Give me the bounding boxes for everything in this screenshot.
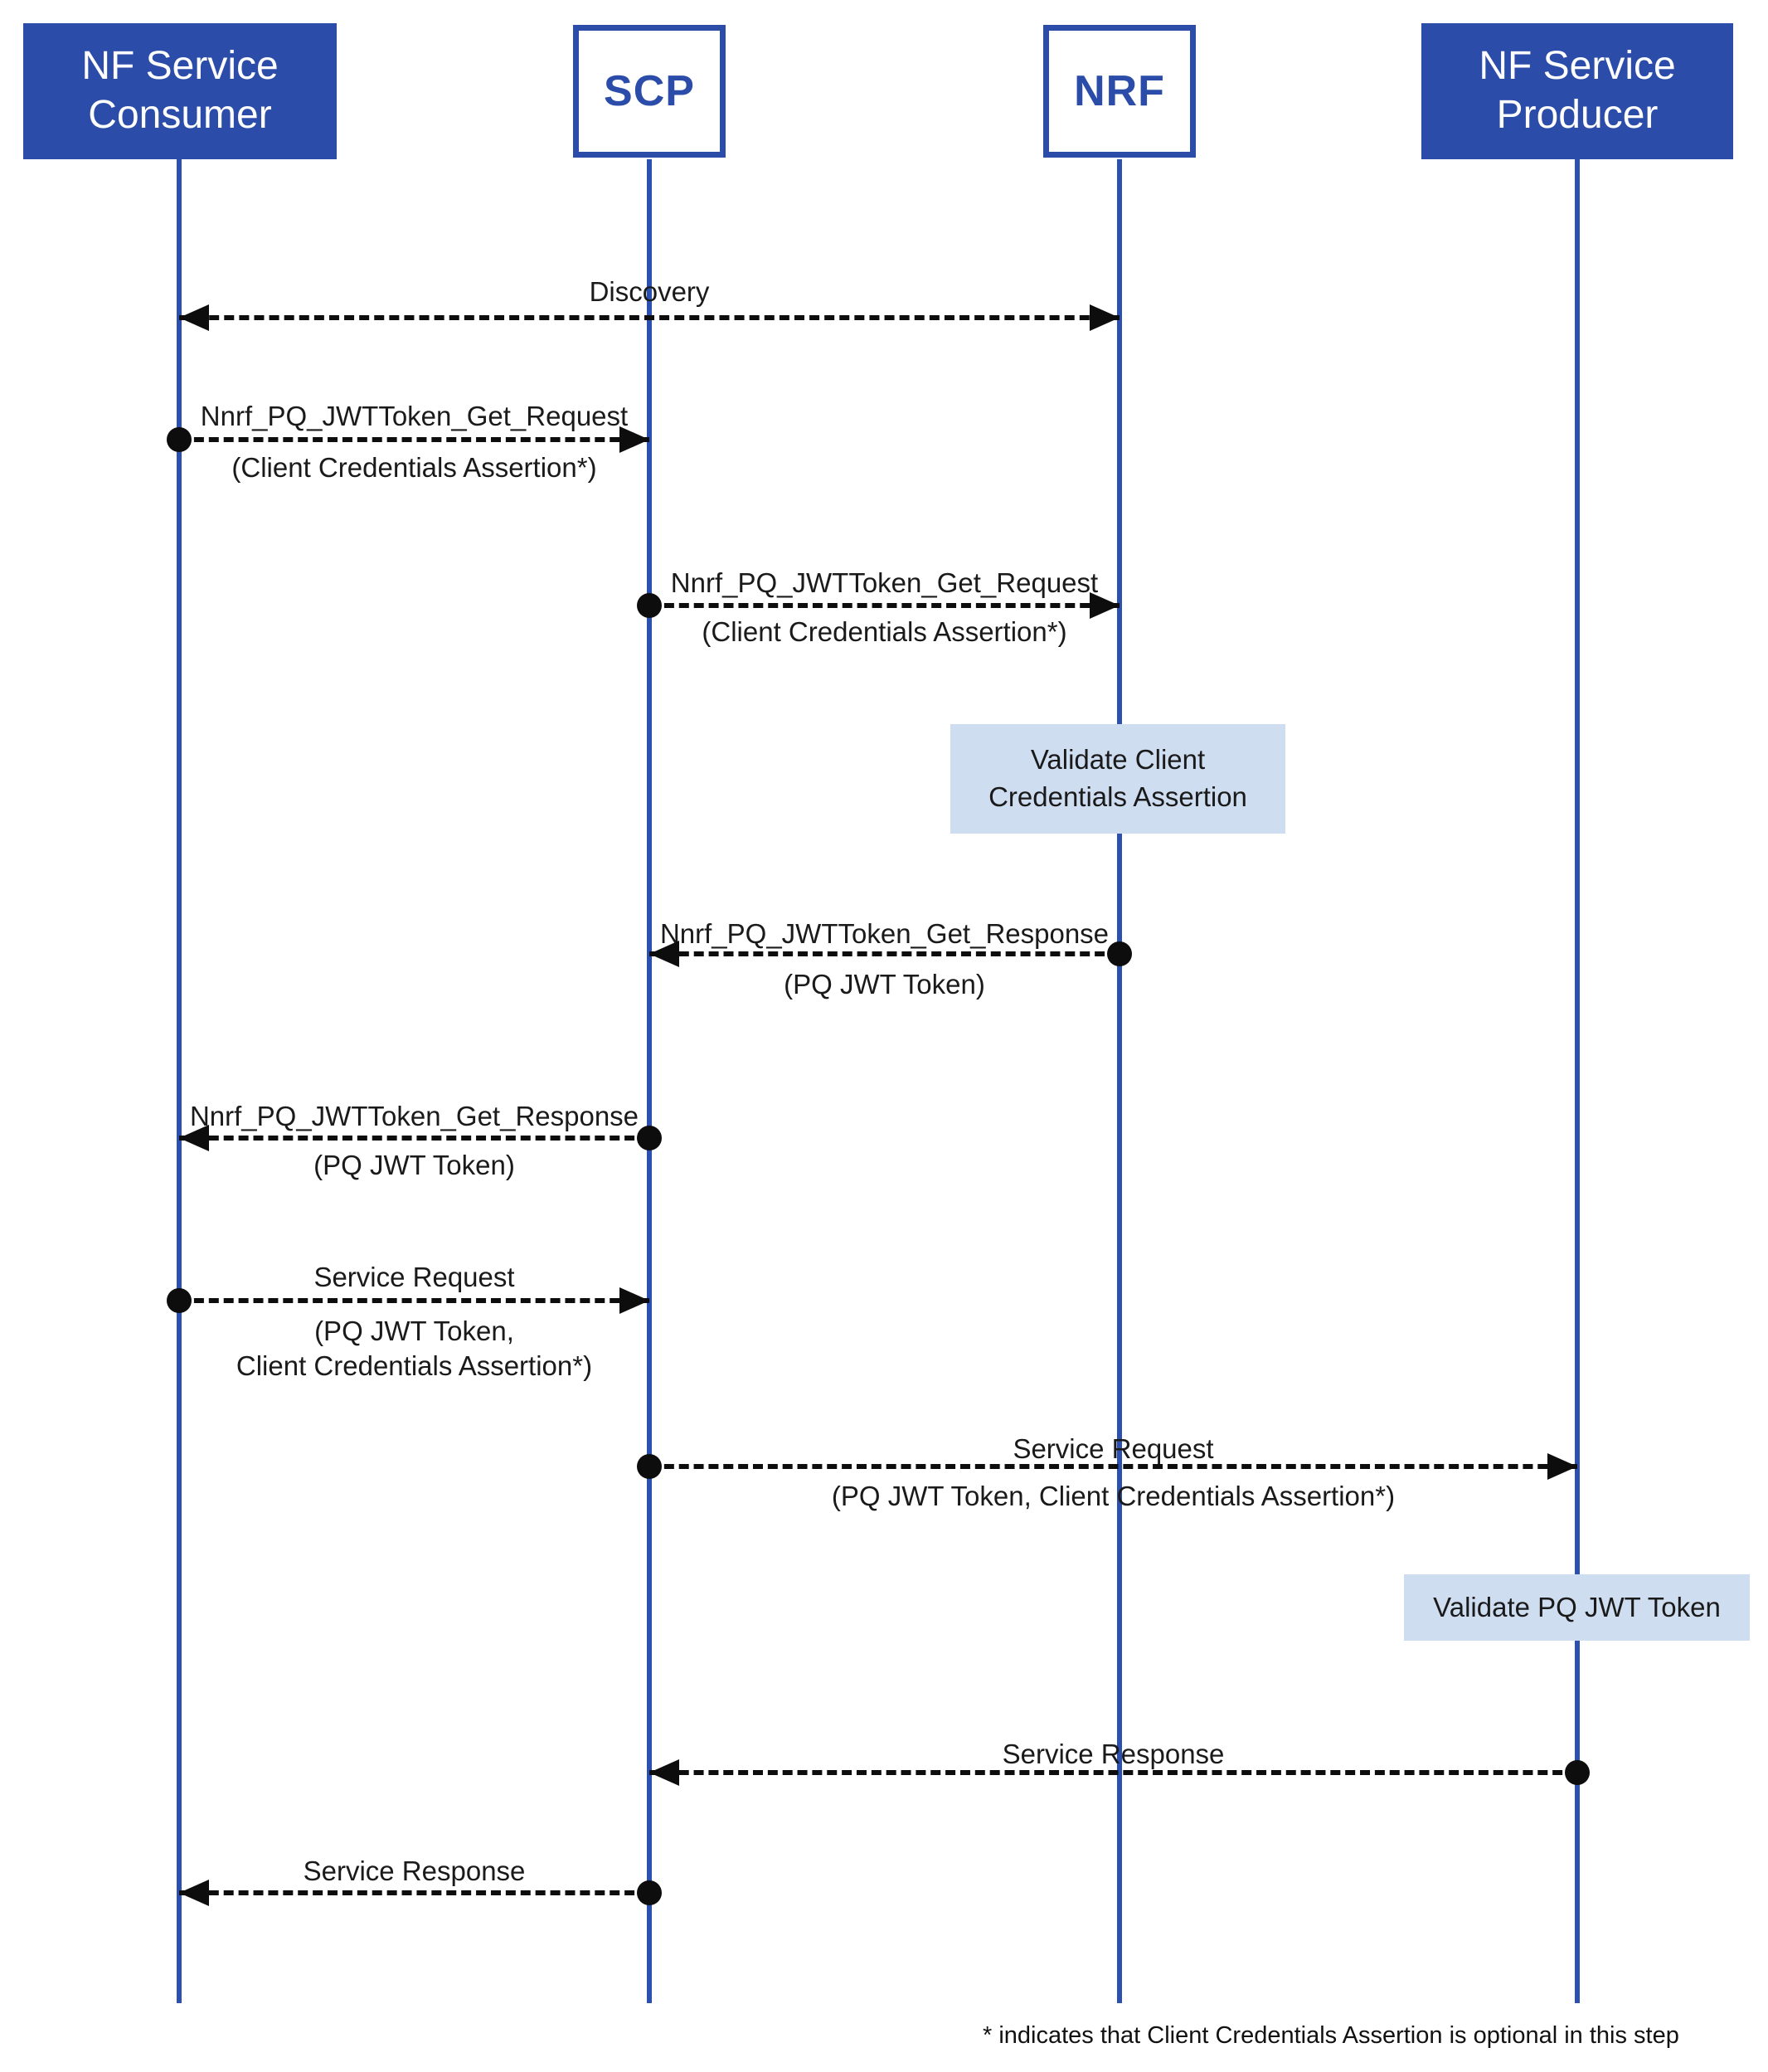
message-service-request-2-arrow — [637, 1453, 1577, 1480]
message-token-get-request-1-label: Nnrf_PQ_JWTToken_Get_Request — [200, 401, 629, 431]
lifeline-nrf — [1117, 159, 1122, 2003]
message-token-get-request-1-param: (Client Credentials Assertion*) — [231, 452, 597, 483]
actor-nf-service-consumer-label: NF Service Consumer — [81, 44, 279, 137]
arrowhead-right-icon — [1090, 592, 1120, 619]
source-dot-icon — [637, 1880, 662, 1905]
message-token-get-response-2-param: (PQ JWT Token) — [313, 1150, 515, 1180]
message-discovery-arrow — [179, 304, 1120, 331]
message-service-request-1-arrow — [167, 1287, 649, 1314]
message-token-get-request-2-arrow — [637, 592, 1120, 619]
arrowhead-left-icon — [179, 1880, 209, 1906]
footnote: * indicates that Client Credentials Asse… — [983, 2022, 1679, 2049]
source-dot-icon — [167, 427, 192, 452]
actor-scp-label: SCP — [604, 67, 695, 115]
message-service-response-2-label: Service Response — [303, 1856, 526, 1886]
arrowhead-right-icon — [1547, 1453, 1577, 1480]
message-token-get-response-2-arrow — [179, 1125, 662, 1151]
arrowhead-right-icon — [619, 426, 649, 453]
actor-nrf: NRF — [1043, 25, 1196, 158]
actor-nf-service-producer: NF Service Producer — [1421, 23, 1733, 159]
message-token-get-response-1-label: Nnrf_PQ_JWTToken_Get_Response — [659, 918, 1110, 949]
source-dot-icon — [637, 593, 662, 618]
message-token-get-request-2-label: Nnrf_PQ_JWTToken_Get_Request — [670, 567, 1099, 598]
note-validate-client-credentials-assertion-label: Validate Client Credentials Assertion — [988, 744, 1247, 812]
note-validate-pq-jwt-token-label: Validate PQ JWT Token — [1433, 1591, 1721, 1622]
message-service-request-2-label: Service Request — [1013, 1433, 1214, 1464]
arrowhead-left-icon — [649, 941, 679, 967]
actor-nf-service-producer-label: NF Service Producer — [1479, 44, 1676, 137]
note-validate-client-credentials-assertion: Validate Client Credentials Assertion — [950, 724, 1285, 834]
lifeline-nf-service-producer — [1575, 159, 1580, 2003]
arrowhead-left-icon — [649, 1759, 679, 1786]
message-token-get-response-2-label: Nnrf_PQ_JWTToken_Get_Response — [189, 1101, 639, 1131]
arrowhead-left-icon — [179, 304, 209, 331]
message-service-response-2-arrow — [179, 1880, 662, 1906]
arrowhead-right-icon — [619, 1287, 649, 1314]
source-dot-icon — [1565, 1760, 1590, 1785]
message-token-get-request-2-param: (Client Credentials Assertion*) — [702, 616, 1067, 647]
message-token-get-response-1-param: (PQ JWT Token) — [784, 969, 985, 1000]
source-dot-icon — [637, 1454, 662, 1479]
message-service-request-1-label: Service Request — [313, 1262, 515, 1292]
lifeline-nf-service-consumer — [177, 159, 182, 2003]
message-token-get-request-1-arrow — [167, 426, 649, 453]
actor-nf-service-consumer: NF Service Consumer — [23, 23, 337, 159]
source-dot-icon — [637, 1126, 662, 1150]
source-dot-icon — [1107, 941, 1132, 966]
actor-scp: SCP — [573, 25, 726, 158]
message-token-get-response-1-arrow — [649, 941, 1132, 967]
message-service-request-2-param: (PQ JWT Token, Client Credentials Assert… — [831, 1481, 1396, 1511]
message-discovery-label: Discovery — [589, 276, 710, 307]
lifeline-scp — [647, 159, 652, 2003]
arrowhead-left-icon — [179, 1125, 209, 1151]
message-service-response-1-arrow — [649, 1759, 1590, 1786]
actor-nrf-label: NRF — [1074, 67, 1165, 115]
note-validate-pq-jwt-token: Validate PQ JWT Token — [1404, 1574, 1750, 1641]
arrowhead-right-icon — [1090, 304, 1120, 331]
source-dot-icon — [167, 1288, 192, 1313]
message-service-request-1-param: (PQ JWT Token, Client Credentials Assert… — [236, 1316, 593, 1381]
message-service-response-1-label: Service Response — [1002, 1739, 1225, 1769]
